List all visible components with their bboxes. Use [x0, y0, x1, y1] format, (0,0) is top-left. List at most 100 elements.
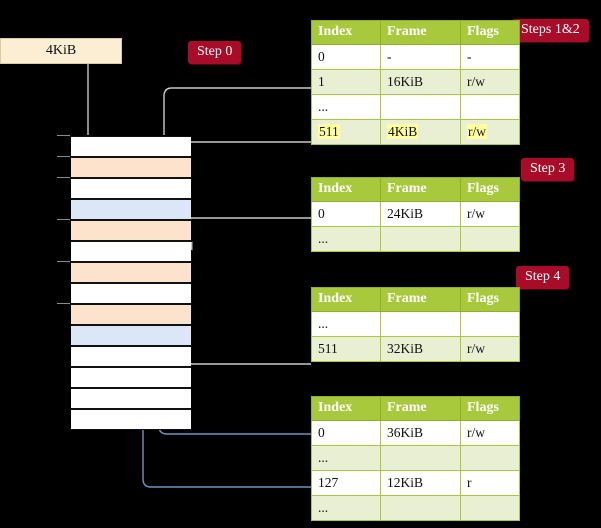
- memory-frame-row: [71, 241, 191, 262]
- cell-frame: -: [380, 44, 461, 70]
- step-badge-label: Step 3: [530, 161, 566, 176]
- cell-index: 127: [311, 470, 381, 496]
- step-badge-step-4: Step 4: [516, 266, 570, 289]
- column-header-frame: Frame: [380, 20, 461, 45]
- memory-frame-row: [71, 388, 191, 409]
- cell-index: 511: [311, 119, 381, 145]
- cell-index: ...: [311, 311, 381, 337]
- cell-flags: r/w: [460, 69, 520, 95]
- wire-pml4-row511-to-memory: [170, 141, 311, 155]
- cell-frame: [380, 94, 461, 120]
- memory-frame-row: [71, 262, 191, 283]
- virtual-address-label: 4KiB: [45, 43, 77, 58]
- cell-frame: 36KiB: [380, 420, 461, 446]
- wire-pdp-row0-to-memory: [184, 217, 311, 251]
- step-badge-steps-1-2: Steps 1&2: [512, 19, 589, 42]
- cell-flags: [460, 94, 520, 120]
- virtual-address-box: 4KiB: [0, 38, 122, 64]
- table-row[interactable]: ...: [311, 94, 520, 120]
- memory-tick: [57, 261, 70, 262]
- memory-tick: [57, 135, 70, 136]
- memory-tick: [57, 177, 70, 178]
- table-row[interactable]: ...: [311, 226, 520, 252]
- table-row[interactable]: 0--: [311, 44, 520, 70]
- memory-frame-row: [71, 325, 191, 346]
- physical-memory-column: [70, 135, 191, 430]
- cell-index: 0: [311, 201, 381, 227]
- step-badge-label: Step 4: [525, 269, 561, 284]
- memory-frame-row: [71, 178, 191, 199]
- cell-index: ...: [311, 445, 381, 471]
- cell-flags: [460, 311, 520, 337]
- memory-frame-row: [71, 346, 191, 367]
- table-row[interactable]: 511 4KiB r/w: [311, 119, 520, 145]
- table-row[interactable]: ...: [311, 495, 520, 521]
- cell-flags: -: [460, 44, 520, 70]
- memory-tick: [57, 156, 70, 157]
- memory-frame-row: [71, 409, 191, 430]
- cell-frame: [380, 495, 461, 521]
- cell-index: ...: [311, 94, 381, 120]
- column-header-index: Index: [311, 287, 381, 312]
- cell-flags: [460, 445, 520, 471]
- column-header-index: Index: [311, 177, 381, 202]
- highlighted-value: r/w: [467, 123, 487, 139]
- column-header-frame: Frame: [380, 177, 461, 202]
- cell-index: ...: [311, 226, 381, 252]
- memory-tick: [57, 219, 70, 220]
- cell-flags: [460, 495, 520, 521]
- column-header-flags: Flags: [460, 396, 520, 421]
- column-header-frame: Frame: [380, 287, 461, 312]
- table-row[interactable]: ...: [311, 445, 520, 471]
- cell-flags: r/w: [460, 336, 520, 362]
- cell-frame: 24KiB: [380, 201, 461, 227]
- memory-frame-row: [71, 136, 191, 157]
- cell-flags: [460, 226, 520, 252]
- cell-index: 1: [311, 69, 381, 95]
- column-header-flags: Flags: [460, 287, 520, 312]
- memory-frame-row: [71, 220, 191, 241]
- step-badge-label: Steps 1&2: [521, 22, 580, 37]
- table-row[interactable]: ...: [311, 311, 520, 337]
- cell-index: 0: [311, 44, 381, 70]
- highlighted-value: 4KiB: [387, 123, 419, 139]
- column-header-index: Index: [311, 396, 381, 421]
- cell-frame: 12KiB: [380, 470, 461, 496]
- cell-frame: [380, 226, 461, 252]
- cell-frame: [380, 445, 461, 471]
- cell-frame: 32KiB: [380, 336, 461, 362]
- cell-flags: r/w: [460, 201, 520, 227]
- highlighted-value: 511: [318, 123, 340, 139]
- step-badge-step-0: Step 0: [188, 41, 242, 64]
- cell-index: 0: [311, 420, 381, 446]
- memory-frame-row: [71, 367, 191, 388]
- cell-frame: [380, 311, 461, 337]
- memory-frame-row: [71, 157, 191, 178]
- column-header-flags: Flags: [460, 177, 520, 202]
- column-header-frame: Frame: [380, 396, 461, 421]
- memory-frame-row: [71, 304, 191, 325]
- cell-flags: r/w: [460, 420, 520, 446]
- cell-flags: r/w: [460, 119, 520, 145]
- memory-tick: [57, 303, 70, 304]
- wire-pd-row511-to-memory: [177, 315, 311, 365]
- memory-frame-row: [71, 199, 191, 220]
- column-header-index: Index: [311, 20, 381, 45]
- step-badge-step-3: Step 3: [521, 158, 575, 181]
- cell-flags: r: [460, 470, 520, 496]
- cell-index: ...: [311, 495, 381, 521]
- step-badge-label: Step 0: [197, 44, 233, 59]
- cell-index: 511: [311, 336, 381, 362]
- memory-frame-row: [71, 283, 191, 304]
- cell-frame: 16KiB: [380, 69, 461, 95]
- column-header-flags: Flags: [460, 20, 520, 45]
